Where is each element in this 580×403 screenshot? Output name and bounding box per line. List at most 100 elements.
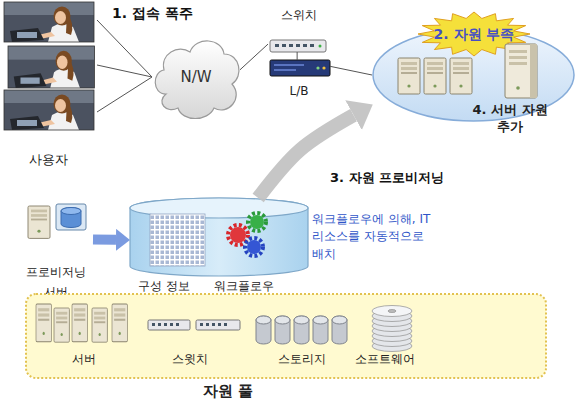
server-symbol: [424, 58, 446, 94]
switch-symbol: [319, 45, 322, 48]
storage-symbol: [313, 316, 328, 344]
software-discs: [372, 306, 412, 352]
repository-cylinder: 구성 정보 워크플로우: [130, 198, 308, 298]
switch-symbol: [164, 323, 167, 326]
workflow-gears: [230, 227, 246, 243]
switch-symbol: [176, 323, 179, 326]
workflow-gears: [247, 240, 261, 254]
provisioning-server: 프로비저닝 서버: [18, 200, 93, 292]
cylinder-top: [130, 198, 308, 218]
node-label: 서버: [72, 352, 112, 368]
cyl-outline: [130, 198, 308, 276]
software-discs: [372, 311, 412, 322]
provisioning-server-symbol: [61, 208, 81, 215]
load-balancer-symbol: [322, 66, 325, 69]
server-symbol: [36, 304, 127, 342]
server-symbol: [112, 304, 127, 342]
switch-symbol: [289, 44, 293, 47]
switch-symbol: [270, 40, 326, 52]
provisioning-server-symbol: [61, 208, 81, 228]
edge-label: 3. 자원 프로비저닝: [330, 170, 460, 187]
storage-symbol: [332, 316, 347, 344]
user-photo: [4, 2, 94, 130]
switch-symbol: [170, 323, 173, 326]
software-discs: [372, 316, 412, 327]
connector: [93, 235, 116, 245]
storage-symbol: [256, 316, 271, 344]
node-label: 사용자: [0, 152, 97, 169]
switch-symbol: [275, 44, 279, 47]
server-symbol: [516, 86, 520, 90]
workflow-gears: [248, 213, 266, 231]
server-group-ellipse: 4. 서버 자원 추가2. 자원 부족: [372, 28, 575, 122]
resource-pool: 서버스윗치스토리지소프트웨어자원 풀: [25, 293, 547, 401]
connector: [240, 44, 268, 70]
edge-label: 1. 접속 폭주: [112, 4, 212, 22]
group-title: 자원 풀: [203, 382, 283, 400]
switch-symbol: [303, 44, 307, 47]
server-symbol: [509, 62, 527, 65]
server-symbol: [398, 58, 420, 94]
provisioning-server-symbol: [56, 204, 86, 230]
connector: [297, 52, 298, 60]
node-label: 스토리지: [278, 352, 338, 368]
server-symbol: [530, 44, 537, 98]
pool-outline: [26, 294, 546, 378]
connector: [258, 115, 353, 198]
software-discs: [372, 306, 412, 317]
switch-symbol: [158, 323, 161, 326]
load-balancer-symbol: [274, 69, 296, 71]
server-symbol: [36, 304, 51, 342]
server-symbol: [509, 56, 527, 59]
configuration-grid: [150, 214, 205, 266]
user-photo: [4, 90, 94, 130]
server-symbol: [72, 304, 87, 342]
software-discs: [372, 331, 412, 342]
server-symbol: [92, 308, 107, 342]
connector: [97, 20, 152, 112]
node-label: L/B: [268, 84, 330, 100]
workflow-gears: [228, 213, 266, 256]
storage-symbol: [275, 316, 290, 344]
load-balancer-symbol: [270, 60, 330, 76]
user-photo: [8, 46, 94, 88]
software-discs: [372, 321, 412, 332]
switch-symbol: [206, 323, 209, 326]
switch-symbol: [296, 44, 300, 47]
server-symbol: [505, 44, 537, 98]
switch-symbol: [218, 323, 221, 326]
switch-symbol: [212, 323, 215, 326]
switch-node: 스위치: [268, 8, 330, 52]
server-symbol: [54, 308, 69, 342]
server-symbol: [509, 50, 527, 53]
node-label: 4. 서버 자원 추가: [460, 102, 560, 136]
software-discs: [388, 310, 396, 313]
provisioning-server-symbol: [28, 206, 50, 238]
node-label: 구성 정보: [138, 279, 208, 295]
software-discs: [372, 336, 412, 347]
node-label: 소프트웨어: [355, 352, 435, 368]
workflow-gears: [250, 215, 264, 229]
workflow-gears: [245, 238, 263, 256]
switch-symbol: [196, 320, 240, 330]
switch-symbol: [148, 320, 240, 330]
server-symbol: [398, 44, 537, 98]
node-label: 2. 자원 부족: [418, 25, 530, 43]
node-label: 워크플로우: [214, 279, 294, 295]
alert-burst: 2. 자원 부족: [418, 12, 530, 56]
user-group: 사용자: [0, 0, 97, 170]
cylinder-body: [130, 198, 308, 276]
pool-outline: [25, 293, 547, 379]
workflow-gears: [228, 225, 248, 245]
provisioning-server-symbol: [28, 204, 86, 238]
storage-symbol: [294, 316, 309, 344]
storage-symbol: [256, 316, 347, 344]
software-discs: [372, 326, 412, 337]
switch-symbol: [224, 323, 227, 326]
load-balancer-symbol: [274, 64, 304, 66]
load-balancer-symbol: [316, 66, 319, 69]
